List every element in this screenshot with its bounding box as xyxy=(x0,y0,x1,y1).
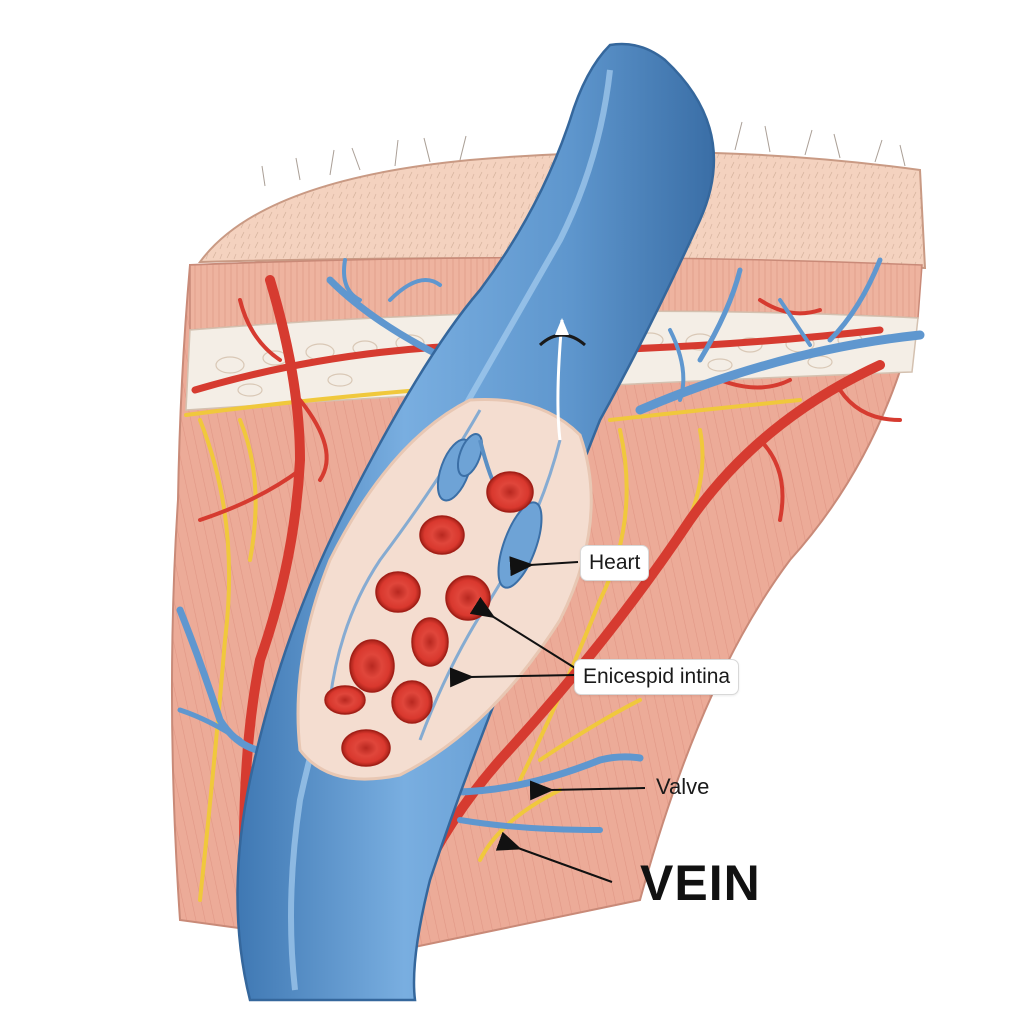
intima-leader-1 xyxy=(469,596,576,669)
red-blood-cell xyxy=(324,685,366,715)
red-blood-cell xyxy=(411,617,449,667)
valve-label: Valve xyxy=(656,774,710,799)
red-blood-cell xyxy=(391,680,433,724)
valve-leader xyxy=(529,780,646,801)
skin-hair xyxy=(261,121,906,187)
heart-leader xyxy=(509,556,579,577)
leader-lines xyxy=(449,556,646,883)
heart-label: Heart xyxy=(580,545,650,582)
blood-flow-arrow-icon xyxy=(538,318,586,441)
red-blood-cell xyxy=(486,471,534,513)
red-blood-cell xyxy=(419,515,465,555)
red-blood-cell xyxy=(349,639,395,693)
intima-label: Enicespid intina xyxy=(574,659,740,696)
intima-leader-2 xyxy=(449,667,576,688)
red-blood-cells xyxy=(324,471,534,767)
red-blood-cell xyxy=(375,571,421,613)
red-blood-cell xyxy=(341,729,391,767)
vein-leader xyxy=(495,831,613,883)
red-blood-cell xyxy=(445,575,491,621)
vein-title: VEIN xyxy=(640,855,761,911)
